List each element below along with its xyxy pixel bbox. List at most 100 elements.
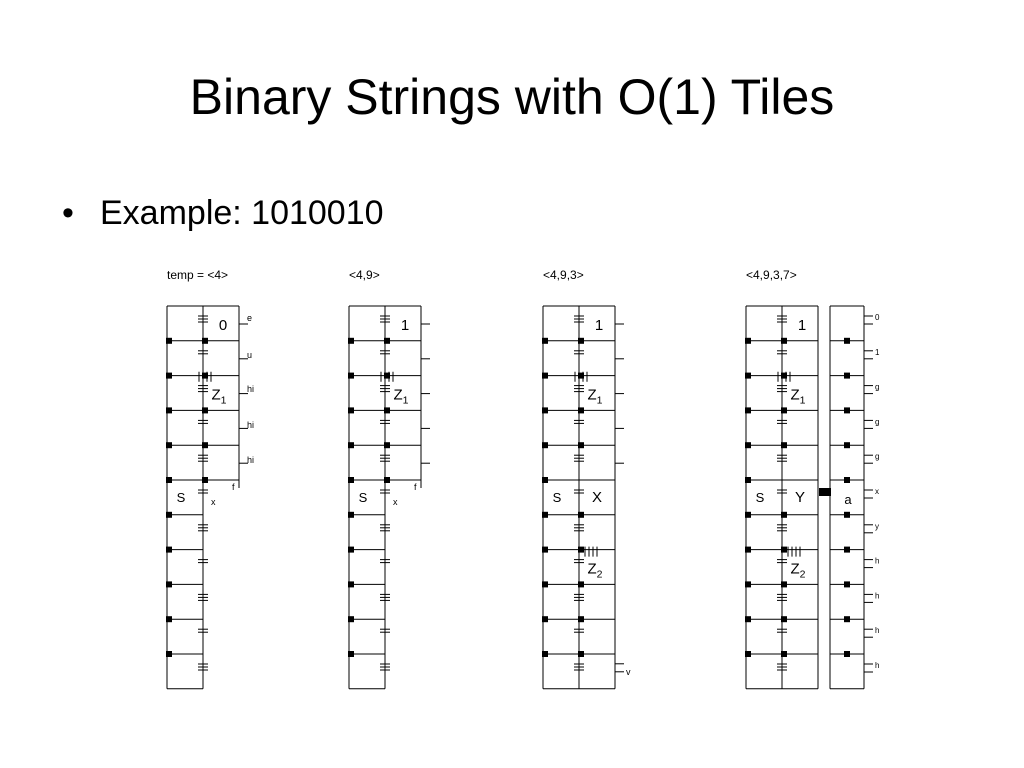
- slide-title: Binary Strings with O(1) Tiles: [189, 69, 835, 125]
- extra-label: a: [844, 492, 852, 507]
- glue-dot: [578, 511, 584, 518]
- tile-value: 1: [401, 317, 409, 334]
- glue-dot: [542, 511, 548, 518]
- glue-dot: [844, 442, 850, 449]
- glue-dot: [781, 651, 787, 657]
- glue-dot: [348, 372, 354, 379]
- tile-value: 0: [219, 317, 227, 334]
- glue-dot: [745, 511, 751, 518]
- glue-label: f: [232, 482, 235, 492]
- glue-dot: [578, 651, 584, 657]
- glue-dot: [166, 651, 172, 657]
- glue-dot: [348, 511, 354, 518]
- z2-label: Z2: [587, 561, 602, 581]
- glue-label: g: [875, 417, 879, 426]
- glue-label: g: [875, 383, 879, 392]
- glue-label: h: [875, 557, 879, 566]
- glue-label: hi: [247, 455, 254, 465]
- glue-dot: [542, 651, 548, 657]
- glue-label: hi: [247, 384, 254, 394]
- mid-label: Y: [795, 489, 805, 506]
- glue-dot: [166, 337, 172, 344]
- glue-dot: [542, 581, 548, 588]
- glue-dot: [166, 372, 172, 379]
- glue-dot: [348, 477, 354, 483]
- glue-dot: [781, 616, 787, 623]
- glue-dot: [384, 372, 390, 379]
- glue-dot: [844, 372, 850, 379]
- glue-dot: [781, 442, 787, 449]
- glue-dot: [166, 407, 172, 414]
- glue-label: e: [247, 313, 252, 323]
- glue-dot: [202, 372, 208, 379]
- glue-dot: [542, 442, 548, 449]
- glue-dot: [166, 581, 172, 588]
- glue-dot: [166, 511, 172, 518]
- glue-dot: [781, 511, 787, 518]
- glue-label: 0: [875, 313, 880, 322]
- glue-dot: [348, 546, 354, 553]
- glue-dot: [844, 407, 850, 414]
- glue-label: hi: [247, 420, 254, 430]
- glue-dot: [578, 407, 584, 414]
- glue-dot: [384, 442, 390, 449]
- stage-label: temp = <4>: [167, 268, 228, 282]
- z1-label: Z1: [393, 387, 408, 407]
- glue-dot: [844, 477, 850, 483]
- glue-dot: [578, 546, 584, 553]
- glue-dot: [745, 616, 751, 623]
- connector-glue: [819, 488, 831, 496]
- glue-dot: [348, 581, 354, 588]
- glue-dot: [578, 616, 584, 623]
- glue-label: f: [414, 482, 417, 492]
- glue-dot: [542, 477, 548, 483]
- stage-label: <4,9,3>: [543, 268, 584, 282]
- tile-value: 1: [595, 317, 603, 334]
- glue-label: 1: [875, 348, 880, 357]
- glue-label: x: [211, 497, 216, 507]
- glue-dot: [781, 337, 787, 344]
- glue-label: h: [875, 661, 879, 670]
- glue-dot: [745, 546, 751, 553]
- glue-label: v: [626, 667, 631, 677]
- glue-dot: [844, 337, 850, 344]
- tile-value: 1: [798, 317, 806, 334]
- glue-dot: [384, 337, 390, 344]
- glue-dot: [202, 442, 208, 449]
- glue-label: h: [875, 626, 879, 635]
- glue-label: x: [875, 487, 879, 496]
- glue-dot: [745, 651, 751, 657]
- z2-label: Z2: [790, 561, 805, 581]
- glue-dot: [166, 616, 172, 623]
- z1-label: Z1: [790, 387, 805, 407]
- glue-dot: [384, 477, 390, 483]
- glue-label: g: [875, 452, 879, 461]
- glue-dot: [745, 581, 751, 588]
- glue-dot: [844, 581, 850, 588]
- glue-dot: [745, 407, 751, 414]
- glue-dot: [578, 372, 584, 379]
- glue-dot: [202, 407, 208, 414]
- glue-dot: [166, 477, 172, 483]
- glue-dot: [542, 337, 548, 344]
- glue-dot: [348, 407, 354, 414]
- glue-dot: [542, 372, 548, 379]
- s-label: S: [177, 490, 186, 505]
- glue-dot: [166, 442, 172, 449]
- glue-dot: [745, 442, 751, 449]
- stage-label: <4,9,3,7>: [746, 268, 797, 282]
- glue-dot: [844, 546, 850, 553]
- glue-dot: [542, 616, 548, 623]
- glue-label: x: [393, 497, 398, 507]
- glue-dot: [781, 372, 787, 379]
- glue-dot: [348, 442, 354, 449]
- bullet-marker: •: [62, 194, 74, 232]
- glue-label: u: [247, 350, 252, 360]
- s-label: S: [756, 490, 765, 505]
- glue-dot: [348, 616, 354, 623]
